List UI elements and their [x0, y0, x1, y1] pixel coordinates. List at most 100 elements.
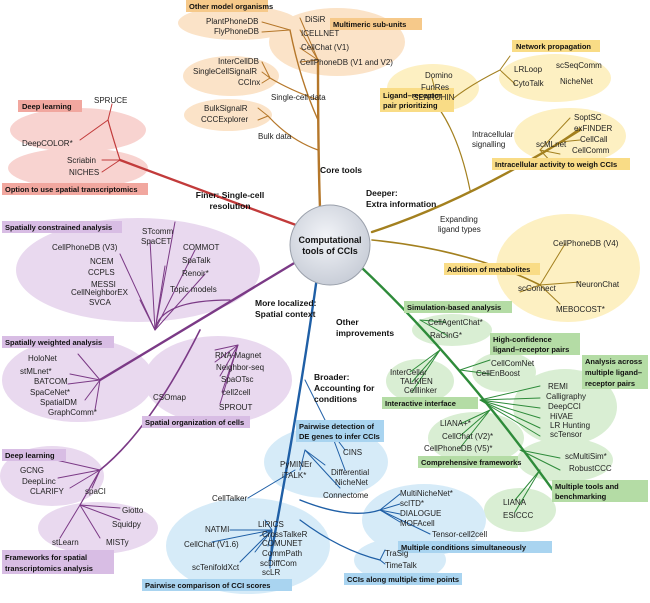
hdr-pairwise-de-1: Pairwise detection of [299, 422, 375, 431]
center-circle [289, 204, 371, 286]
bubble-multiple-conditions [362, 484, 486, 556]
hdr-ligand-prioritizing-1: Ligand–receptor [383, 91, 442, 100]
tool-multinichenet: MultiNicheNet* [400, 489, 453, 498]
group-headers: Other model organisms Multimeric sub-uni… [5, 2, 642, 590]
tool-pyminer: PyMINEr [280, 460, 312, 469]
hdr-spatial-organization: Spatial organization of cells [145, 418, 244, 427]
tool-cellchat-v1: CellChat (V1) [301, 43, 349, 52]
tool-stlearn: stLearn [52, 538, 79, 547]
tool-bulksignalr: BulkSignalR [204, 104, 248, 113]
tool-lirics: LIRICS [258, 520, 284, 529]
hdr-frameworks-1: Frameworks for spatial [5, 553, 87, 562]
bubble-pairwise-de [264, 426, 388, 498]
tool-stcomm: STcomm [142, 227, 173, 236]
hdr-addition-metabolites: Addition of metabolites [447, 265, 530, 274]
tool-mebocost: MEBOCOST* [556, 305, 605, 314]
bubble-scriabin [8, 148, 148, 188]
tool-scitd: scITD* [400, 499, 424, 508]
branch-label-other-2: improvements [336, 328, 394, 338]
tool-comunet: COMUNET [262, 539, 303, 548]
tool-spacet: SpaCET [141, 237, 171, 246]
tool-intercelldb: InterCellDB [218, 57, 259, 66]
tool-rnamagnet: RNA-Magnet [215, 351, 262, 360]
tool-domino: Domino [425, 71, 453, 80]
tool-holonet: HoloNet [28, 354, 58, 363]
hdr-frameworks-2: transcriptomics analysis [5, 564, 93, 573]
tool-scmlnet: scMLnet [536, 140, 567, 149]
branch-label-deeper-2: Extra information [366, 199, 436, 209]
tool-stmlnet: stMLnet* [20, 367, 52, 376]
tool-cellcomnet: CellComNet [491, 359, 535, 368]
hdr-multiple-conditions: Multiple conditions simultaneously [401, 543, 527, 552]
tool-exfinder: exFINDER [574, 124, 612, 133]
tool-nichenet: NicheNet [560, 77, 594, 86]
sub-intracellular-1: Intracellular [472, 130, 514, 139]
tool-lrloop: LRLoop [514, 65, 543, 74]
tool-commot: COMMOT [183, 243, 220, 252]
tool-calligraphy: Calligraphy [546, 392, 586, 401]
tool-talklien: TALKIEN [400, 377, 433, 386]
tool-misty: MISTy [106, 538, 129, 547]
branch-label-local-1: More localized: [255, 298, 317, 308]
branch-label-deeper-1: Deeper: [366, 188, 398, 198]
branch-label-finer-2: resolution [209, 201, 250, 211]
bubble-deep-learning-top [10, 108, 146, 152]
tool-cellchat-v16: CellChat (V1.6) [184, 540, 239, 549]
tool-cccexplorer: CCCExplorer [201, 115, 248, 124]
tool-deepcolor: DeepCOLOR* [22, 139, 73, 148]
hdr-intracellular-weigh: Intracellular activity to weigh CCIs [495, 160, 617, 169]
hdr-multiple-tools-2: benchmarking [555, 492, 607, 501]
tool-plantphonedb: PlantPhoneDB [206, 17, 258, 26]
bubble-metabolites [496, 214, 640, 322]
hdr-ligand-prioritizing-2: pair prioritizing [383, 101, 438, 110]
tool-deepcci: DeepCCI [548, 402, 581, 411]
bubble-liana [484, 488, 556, 532]
tool-messi: MESSI [91, 280, 116, 289]
tool-lr-hunting: LR Hunting [550, 421, 590, 430]
branch-label-broader-2: Accounting for [314, 383, 375, 393]
tool-celllinker: Celllinker [404, 386, 437, 395]
tool-spacenet: SpaCeNet* [30, 388, 70, 397]
sub-bulk-data: Bulk data [258, 132, 292, 141]
tool-spruce: SPRUCE [94, 96, 127, 105]
bubble-pairwise-comparison [166, 498, 330, 594]
tool-ccinx: CCInx [238, 78, 260, 87]
tool-renoir: Renoir* [182, 269, 209, 278]
tool-icellnet: ICELLNET [301, 29, 339, 38]
hdr-comprehensive: Comprehensive frameworks [421, 458, 521, 467]
hdr-multiple-tools-1: Multiple tools and [555, 482, 619, 491]
tool-disir: DiSiR [305, 15, 326, 24]
tool-giotto: Giotto [122, 506, 144, 515]
tool-scmultisim: scMultiSim* [565, 452, 607, 461]
tool-differential-nichenet-2: NicheNet [335, 478, 369, 487]
tool-ccpls: CCPLS [88, 268, 115, 277]
tool-remi: REMI [548, 382, 568, 391]
tool-cytotalk: CytoTalk [513, 79, 545, 88]
hdr-simulation: Simulation-based analysis [407, 303, 501, 312]
tool-italk: iTALK* [282, 471, 306, 480]
branch-label-finer-1: Finer: Single-cell [196, 190, 265, 200]
tool-deeplinc: DeepLinc [22, 477, 56, 486]
tool-clarify: CLARIFY [30, 487, 64, 496]
tool-tensor-cell2cell: Tensor-cell2cell [432, 530, 487, 539]
hdr-high-confidence-2: ligand–receptor pairs [493, 345, 569, 354]
tool-spatialdm: SpatialDM [40, 398, 77, 407]
tool-timetalk: TimeTalk [385, 561, 418, 570]
tool-dialogue: DIALOGUE [400, 509, 441, 518]
tool-cellagentchat: CellAgentChat* [428, 318, 483, 327]
tool-batcom: BATCOM [34, 377, 68, 386]
hdr-analysis-across-2: multiple ligand– [585, 368, 642, 377]
sub-labels: Single-cell data Bulk data Intracellular… [258, 93, 514, 234]
hdr-pairwise-comparison: Pairwise comparison of CCI scores [145, 581, 270, 590]
hdr-deep-learning-top: Deep learning [22, 102, 72, 111]
tool-intercellar: InterCellar [390, 368, 427, 377]
tool-cellcall: CellCall [580, 135, 608, 144]
tool-trasig: TraSig [385, 549, 408, 558]
hdr-spatially-weighted: Spatially weighted analysis [5, 338, 102, 347]
tool-neighborseq: Neighbor-seq [216, 363, 264, 372]
tool-cell2cell: cell2cell [222, 388, 251, 397]
tool-searchin: SEARCHIN [413, 93, 455, 102]
tool-natmi: NATMI [205, 525, 229, 534]
bubble-spatial-organization [144, 336, 292, 424]
